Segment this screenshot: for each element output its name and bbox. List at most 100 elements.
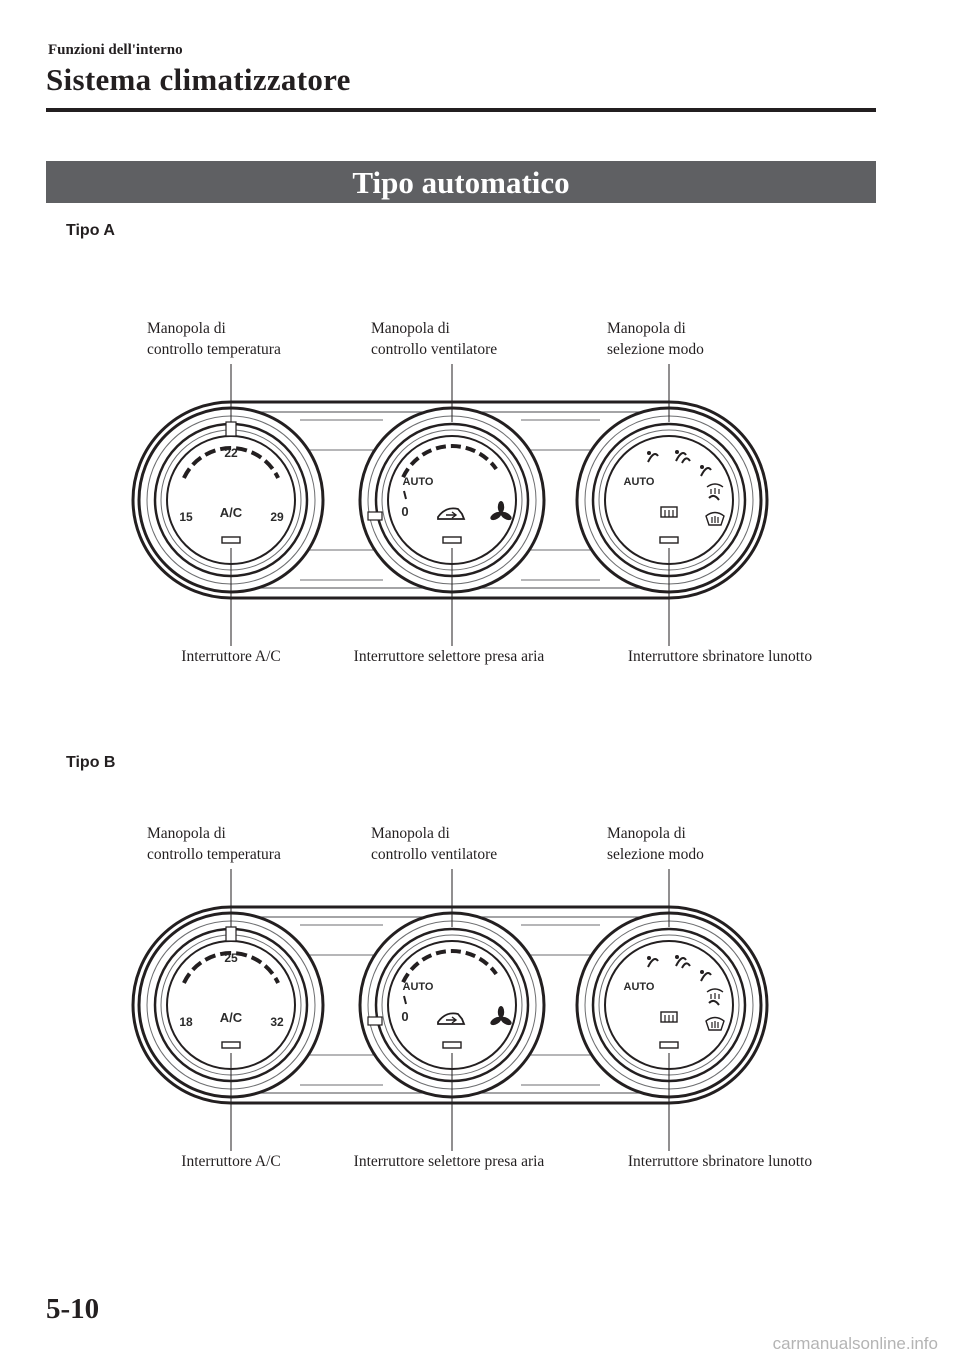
recirculation-icon [437, 507, 466, 520]
fan-speed-knob-face [387, 435, 517, 565]
temperature-pointer [225, 421, 237, 437]
title-rule [46, 108, 876, 112]
ac-switch [221, 1041, 241, 1049]
rear-heat-lines-icon [664, 510, 674, 517]
mode-auto-label: AUTO [624, 476, 655, 488]
bilevel-vent-icon-head [675, 450, 679, 454]
recirculation-arrow-icon [446, 1016, 458, 1024]
bilevel-vent-icon-stroke [675, 957, 687, 967]
mode-selector-knob-face [604, 435, 734, 565]
mode-knob-caption-line1: Manopola di [607, 825, 686, 842]
fan-blade-icon [497, 501, 505, 513]
temperature-knob-caption-line2: controllo temperatura [147, 341, 281, 358]
fan-auto-label: AUTO [403, 981, 434, 993]
fan-blade-icon [490, 511, 502, 521]
rear-defroster-switch [659, 536, 679, 544]
foot-vent-icon [700, 465, 712, 477]
face-vent-icon-head [647, 451, 651, 455]
windshield-heat-icon [711, 1021, 719, 1028]
windshield-icon [705, 1016, 725, 1031]
watermark: carmanualsonline.info [772, 1334, 938, 1353]
mode-selector-knob-face [604, 940, 734, 1070]
windshield-defroster-icon [705, 1016, 725, 1031]
rear-defroster-switch [659, 1041, 679, 1049]
temperature-scale-arc [182, 951, 280, 984]
air-intake-switch [442, 1041, 462, 1049]
recirculation-arrow-icon [446, 511, 458, 519]
bilevel-vent-icon-stroke-2 [681, 962, 691, 969]
bilevel-vent-icon-stroke [675, 452, 687, 462]
recirculation-icon [437, 1012, 466, 1025]
section-label: Funzioni dell'interno [48, 42, 183, 58]
foot-vent-icon-stroke [700, 467, 712, 477]
rear-defroster-icon [660, 1011, 678, 1023]
bilevel-vent-icon-head [675, 955, 679, 959]
foot-defrost-air-icon [708, 494, 720, 501]
fan-knob-caption-line2: controllo ventilatore [371, 846, 497, 863]
foot-vent-icon [700, 970, 712, 982]
ac-switch-label: A/C [220, 505, 243, 520]
temperature-max-label: 29 [270, 510, 284, 524]
temperature-mid-label: 25 [224, 951, 238, 965]
type-b-label: Tipo B [66, 754, 116, 771]
fan-blade-icon [490, 1016, 502, 1026]
foot-defrost-screen-icon [706, 988, 724, 993]
fan-off-label: 0 [401, 1009, 408, 1024]
fan-icon [490, 501, 512, 521]
temperature-min-label: 18 [179, 1015, 193, 1029]
face-vent-icon-stroke [647, 958, 659, 968]
mode-auto-label: AUTO [624, 981, 655, 993]
fan-knob-caption-line2: controllo ventilatore [371, 341, 497, 358]
temperature-scale-arc [182, 446, 280, 479]
temperature-knob-caption-line2: controllo temperatura [147, 846, 281, 863]
fan-off-tick [403, 995, 407, 1005]
climate-panel-diagram-type-b: 25 18 32 A/C AUTO 0 AUTO Manopola di controllo t… [131, 825, 812, 1170]
fan-icon [490, 1006, 512, 1026]
foot-vent-icon-head [700, 465, 704, 469]
windshield-icon [705, 511, 725, 526]
temperature-max-label: 32 [270, 1015, 284, 1029]
face-vent-icon [647, 451, 659, 463]
rear-heat-lines-icon [664, 1015, 674, 1022]
foot-vent-icon-head [700, 970, 704, 974]
air-intake-switch-caption: Interruttore selettore presa aria [354, 648, 545, 665]
air-intake-switch-caption: Interruttore selettore presa aria [354, 1153, 545, 1170]
windshield-heat-icon [711, 516, 719, 523]
page-number: 5-10 [46, 1293, 100, 1325]
foot-defrost-screen-icon [706, 483, 724, 488]
fan-knob-caption-line1: Manopola di [371, 825, 450, 842]
mode-knob-caption-line2: selezione modo [607, 341, 704, 358]
fan-blade-icon [500, 1016, 512, 1026]
foot-defrost-wave-icon [710, 993, 720, 999]
fan-scale-arc [401, 949, 498, 984]
temperature-knob-caption-line1: Manopola di [147, 320, 226, 337]
bilevel-vent-icon [675, 955, 691, 969]
rear-defroster-switch-caption: Interruttore sbrinatore lunotto [628, 648, 812, 665]
fan-knob-notch [367, 511, 383, 521]
mode-knob-caption-line1: Manopola di [607, 320, 686, 337]
foot-defrost-air-icon [708, 999, 720, 1006]
bilevel-vent-icon-stroke-2 [681, 457, 691, 464]
windshield-defroster-icon [705, 511, 725, 526]
foot-vent-icon-stroke [700, 972, 712, 982]
foot-defrost-wave-icon [710, 488, 720, 494]
foot-defrost-icon [706, 483, 724, 501]
rear-defroster-icon [660, 506, 678, 518]
temperature-pointer [225, 926, 237, 942]
fan-blade-icon [500, 511, 512, 521]
fan-off-tick [403, 490, 407, 500]
temperature-knob-caption-line1: Manopola di [147, 825, 226, 842]
fan-auto-label: AUTO [403, 476, 434, 488]
rear-defroster-switch-caption: Interruttore sbrinatore lunotto [628, 1153, 812, 1170]
fan-blade-icon [497, 1006, 505, 1018]
ac-switch [221, 536, 241, 544]
temperature-mid-label: 22 [224, 446, 238, 460]
bilevel-vent-icon [675, 450, 691, 464]
fan-off-label: 0 [401, 504, 408, 519]
fan-knob-caption-line1: Manopola di [371, 320, 450, 337]
ac-switch-caption: Interruttore A/C [181, 1153, 280, 1170]
fan-scale-arc [401, 444, 498, 479]
ac-switch-label: A/C [220, 1010, 243, 1025]
face-vent-icon-stroke [647, 453, 659, 463]
